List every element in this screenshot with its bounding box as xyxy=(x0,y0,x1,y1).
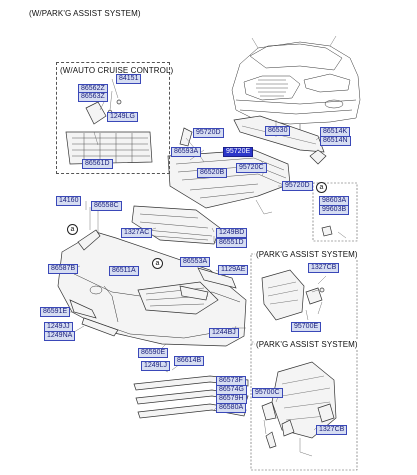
part-label-1327ac[interactable]: 1327AC xyxy=(121,228,153,238)
inset-box xyxy=(312,182,358,242)
part-label-84151[interactable]: 84151 xyxy=(116,74,142,84)
part-label-86563z[interactable]: 86563Z xyxy=(78,92,108,102)
bumper-cover-illustration xyxy=(57,207,247,347)
part-label-1327cb-2[interactable]: 1327CB xyxy=(316,425,348,435)
part-label-86593a[interactable]: 86593A xyxy=(171,147,202,157)
part-label-86511a[interactable]: 86511A xyxy=(109,266,139,276)
part-label-86587b[interactable]: 86587B xyxy=(48,264,79,274)
part-label-1244bj[interactable]: 1244BJ xyxy=(209,328,239,338)
part-label-86590e[interactable]: 86590E xyxy=(138,348,169,358)
part-label-99603b[interactable]: 99603B xyxy=(319,205,350,215)
callout-a-lower: a xyxy=(152,258,163,269)
part-label-86530[interactable]: 86530 xyxy=(265,126,291,136)
main-heading: (W/PARK'G ASSIST SYSTEM) xyxy=(29,9,141,18)
cruise-grille-illustration xyxy=(65,78,153,166)
part-label-1327cb-1[interactable]: 1327CB xyxy=(308,263,340,273)
part-label-86514n[interactable]: 86514N xyxy=(320,136,351,146)
part-label-14160[interactable]: 14160 xyxy=(56,196,82,206)
part-label-1249na[interactable]: 1249NA xyxy=(44,331,76,341)
park-sensor-illustration-2 xyxy=(261,361,337,457)
part-label-95720c[interactable]: 95720C xyxy=(236,163,267,173)
cruise-control-heading: (W/AUTO CRUISE CONTROL) xyxy=(60,66,174,75)
cruise-control-box xyxy=(56,62,170,174)
callout-a-main: a xyxy=(67,224,78,235)
part-label-95720d-2[interactable]: 95720D xyxy=(282,181,313,191)
park-sensor-illustration-1 xyxy=(261,269,327,321)
part-label-86520b[interactable]: 86520B xyxy=(197,168,228,178)
part-label-1249lj[interactable]: 1249LJ xyxy=(141,361,170,371)
lower-grille-illustration xyxy=(131,205,227,245)
part-label-95700c[interactable]: 95700C xyxy=(252,388,283,398)
part-label-95720e[interactable]: 95720E xyxy=(223,147,254,157)
inset-clip-illustration xyxy=(321,225,333,237)
part-label-1129ae[interactable]: 1129AE xyxy=(218,265,249,275)
part-label-86558c[interactable]: 86558C xyxy=(91,201,122,211)
part-label-86551d[interactable]: 86551D xyxy=(216,238,247,248)
part-label-86553a[interactable]: 86553A xyxy=(180,257,211,267)
park-assist-heading-2: (PARK'G ASSIST SYSTEM) xyxy=(255,340,359,349)
part-label-86591e[interactable]: 86591E xyxy=(40,307,71,317)
part-label-86580a[interactable]: 86580A xyxy=(216,403,247,413)
park-assist-heading-1: (PARK'G ASSIST SYSTEM) xyxy=(255,250,359,259)
callout-a-inset: a xyxy=(316,182,327,193)
part-label-1249bd[interactable]: 1249BD xyxy=(216,228,248,238)
part-label-95720d-1[interactable]: 95720D xyxy=(193,128,224,138)
part-label-1249lg[interactable]: 1249LG xyxy=(107,112,138,122)
part-label-86561d[interactable]: 86561D xyxy=(82,159,113,169)
part-label-86614b[interactable]: 86614B xyxy=(174,356,205,366)
part-label-95700e-1[interactable]: 95700E xyxy=(291,322,322,332)
